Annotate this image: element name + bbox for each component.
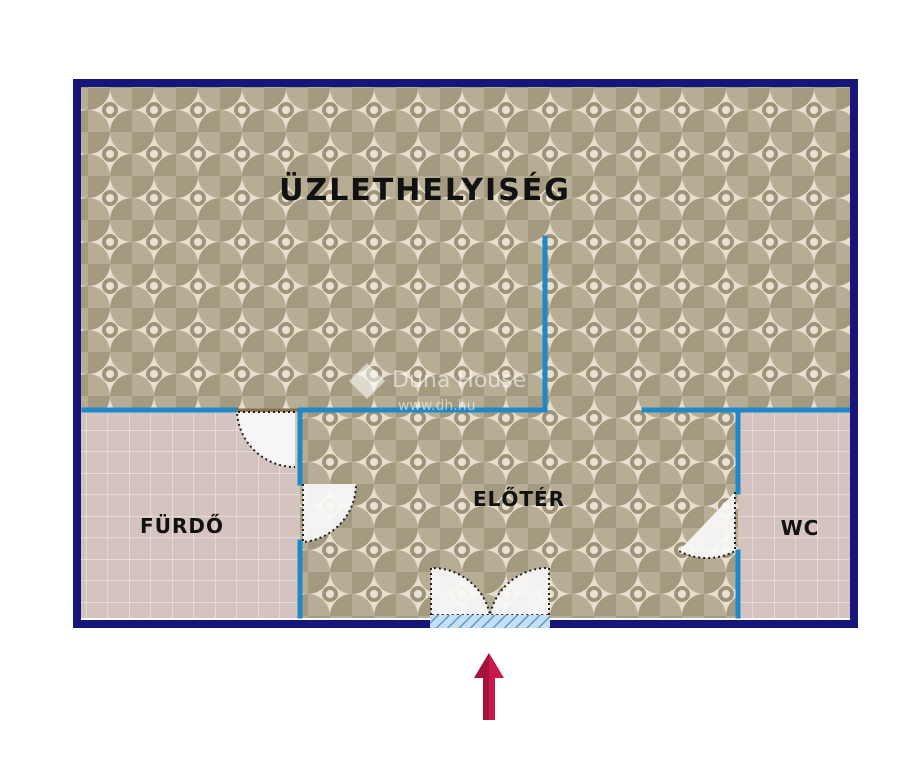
watermark: Duna House www.dh.hu [349,363,526,414]
wc-door-swing [678,492,736,560]
door-swings [235,411,736,616]
wc-floor [738,412,852,618]
inner-walls [81,235,851,619]
entrance-door-swing-right [488,566,550,616]
bath-door-swing [235,411,296,469]
main-room-floor [80,86,852,412]
watermark-brand: Duna House [392,368,526,393]
hall-left-door-swing [302,483,358,544]
room-label-wc: WC [781,516,820,540]
arrow-up-icon [474,653,504,720]
house-logo-icon [349,363,385,399]
room-label-main: ÜZLETHELYISÉG [279,171,571,208]
room-label-bath: FÜRDŐ [140,514,224,538]
watermark-site: www.dh.hu [398,398,475,414]
room-label-hall: ELŐTÉR [473,487,565,511]
entrance-opening [430,615,550,628]
entrance-door-swing-left [430,566,492,616]
